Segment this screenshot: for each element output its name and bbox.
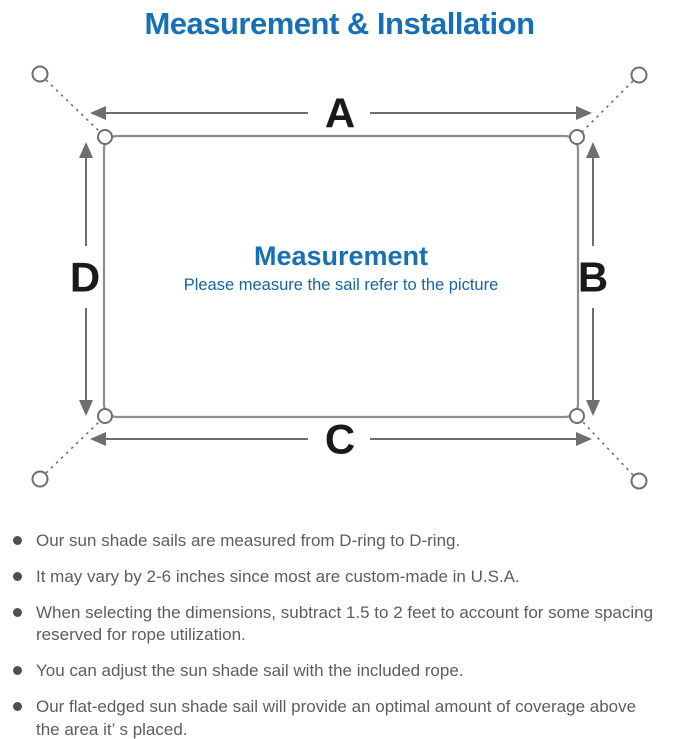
anchor-ring-top-right	[630, 66, 648, 84]
sail-outline	[102, 134, 580, 419]
rope-dotted-line-bottom-left	[45, 419, 102, 474]
rope-dotted-line-top-left	[45, 79, 102, 134]
rope-dotted-line-top-right	[580, 80, 634, 134]
page-title: Measurement & Installation	[144, 6, 535, 41]
note-item: Our flat-edged sun shade sail will provi…	[13, 696, 673, 739]
d-ring-bottom-left	[97, 408, 113, 424]
dimension-label-a: A	[325, 90, 355, 137]
note-text: It may vary by 2-6 inches since most are…	[36, 567, 520, 587]
arrowhead-a-right	[576, 106, 592, 120]
arrowhead-b-top	[586, 142, 600, 158]
d-ring-top-left	[97, 129, 113, 145]
anchor-ring-bottom-left	[31, 470, 49, 488]
note-item: It may vary by 2-6 inches since most are…	[13, 566, 673, 588]
d-ring-bottom-right	[569, 408, 585, 424]
note-item: You can adjust the sun shade sail with t…	[13, 660, 673, 682]
arrowhead-c-right	[576, 432, 592, 446]
note-text: You can adjust the sun shade sail with t…	[36, 661, 464, 681]
bullet-icon	[13, 572, 22, 582]
arrowhead-a-left	[90, 106, 106, 120]
anchor-ring-bottom-right	[630, 472, 648, 490]
note-text: When selecting the dimensions, subtract …	[36, 603, 654, 645]
bullet-icon	[13, 702, 22, 712]
diagram-center-subtitle: Please measure the sail refer to the pic…	[184, 276, 499, 294]
bullet-icon	[13, 666, 22, 676]
dimension-label-d: D	[70, 254, 100, 301]
measurement-diagram: A C D B Measurement Please measure the s…	[0, 56, 679, 516]
arrowhead-b-bottom	[586, 400, 600, 416]
note-text: Our flat-edged sun shade sail will provi…	[36, 697, 637, 739]
bullet-icon	[13, 536, 22, 545]
rope-dotted-line-bottom-right	[580, 419, 634, 476]
note-item: When selecting the dimensions, subtract …	[13, 602, 673, 646]
diagram-center-title: Measurement	[254, 241, 428, 271]
diagram-canvas: A C D B Measurement Please measure the s…	[31, 65, 648, 490]
d-ring-top-right	[569, 129, 585, 145]
note-text: Our sun shade sails are measured from D-…	[36, 531, 461, 550]
anchor-ring-top-left	[31, 65, 49, 83]
arrowhead-c-left	[90, 432, 106, 446]
note-item: Our sun shade sails are measured from D-…	[13, 530, 673, 552]
notes-list: Our sun shade sails are measured from D-…	[0, 516, 679, 739]
arrowhead-d-top	[79, 142, 93, 158]
dimension-label-b: B	[578, 254, 608, 301]
bullet-icon	[13, 608, 22, 618]
dimension-label-c: C	[325, 416, 355, 463]
arrowhead-d-bottom	[79, 400, 93, 416]
